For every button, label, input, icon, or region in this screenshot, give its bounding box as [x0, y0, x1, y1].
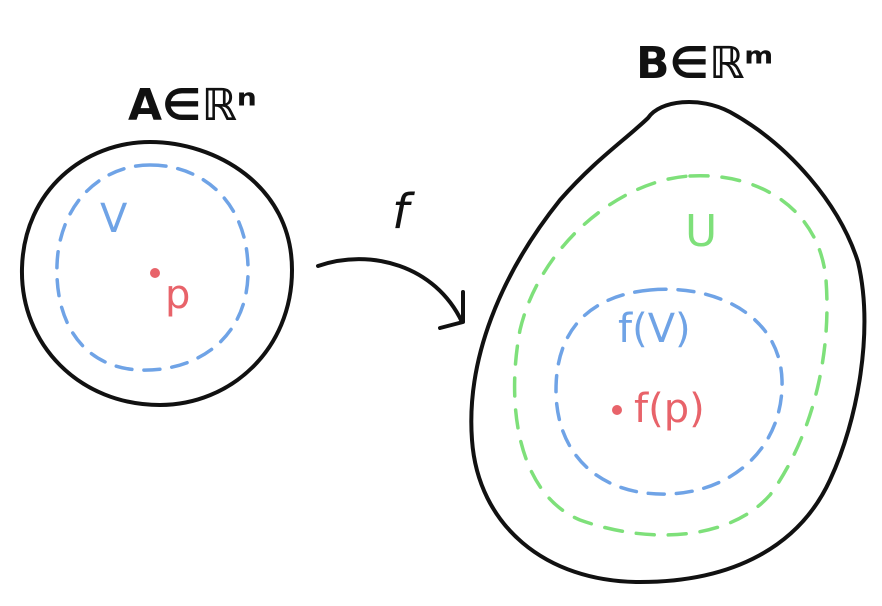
map-arrow-head — [438, 290, 465, 330]
set-a-label: A∈ℝⁿ — [128, 80, 257, 131]
set-u-boundary — [512, 174, 829, 537]
image-p-dot — [612, 405, 622, 415]
point-p-dot — [150, 268, 160, 278]
point-p-label: p — [165, 272, 190, 318]
map-arrow-shaft — [316, 257, 464, 324]
image-p-label: f(p) — [634, 386, 705, 432]
image-v-label: f(V) — [618, 306, 691, 352]
image-v-boundary — [554, 287, 784, 496]
set-b-label: B∈ℝᵐ — [636, 38, 773, 89]
set-u-label: U — [685, 206, 717, 257]
set-b-boundary — [469, 100, 867, 585]
set-v-boundary — [55, 163, 250, 372]
set-a-boundary — [19, 139, 295, 408]
map-label: f — [392, 184, 415, 240]
set-v-label: V — [100, 196, 128, 242]
